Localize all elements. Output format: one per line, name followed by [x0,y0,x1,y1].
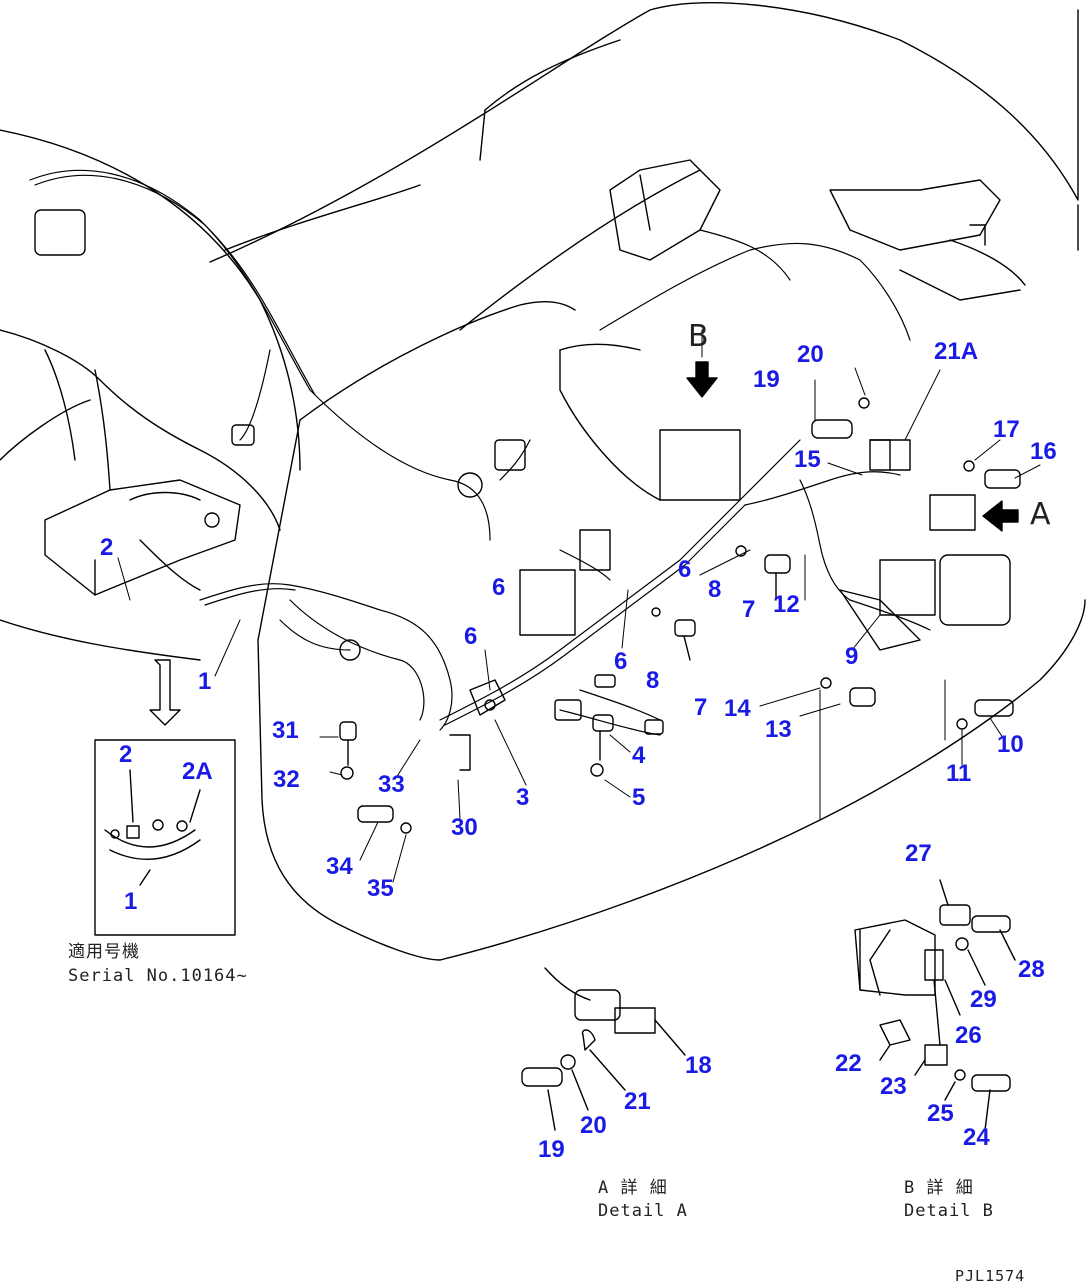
callout-30: 30 [451,814,478,841]
callout-12: 12 [773,591,800,618]
callout-10: 10 [997,731,1024,758]
wiring-harness [29,169,931,736]
washers [340,397,975,834]
callout-35: 35 [367,875,394,902]
callout-7: 7 [694,694,708,721]
detail-a-title-jp: A 詳 細 [598,1178,668,1198]
serial-inset [94,739,236,936]
callout-17: 17 [993,416,1020,443]
callout-28: 28 [1018,956,1045,983]
detail-a-title-en: Detail A [598,1201,688,1221]
callout-19: 19 [753,366,780,393]
callout-34: 34 [326,853,353,880]
callout-33: 33 [378,771,405,798]
callout-8: 8 [708,576,722,603]
callout-5: 5 [632,784,646,811]
callout-1: 1 [124,888,138,915]
leader-lines [117,329,1041,883]
callout-25: 25 [927,1100,954,1127]
deck-plate [257,301,1086,961]
callout-26: 26 [955,1022,982,1049]
drawing-code: PJL1574 [955,1267,1026,1285]
callout-29: 29 [970,986,997,1013]
callout-2: 2 [119,741,133,768]
callout-27: 27 [905,840,932,867]
callout-2A: 2A [182,758,213,785]
callout-19: 19 [538,1136,565,1163]
callout-11: 11 [946,760,972,787]
callout-32: 32 [273,766,300,793]
callout-6: 6 [678,556,692,583]
bolts [149,419,1021,823]
callout-20: 20 [797,341,824,368]
detail-b [854,879,1016,1131]
serial-note-en: Serial No.10164~ [68,966,248,986]
callout-7: 7 [742,596,756,623]
callout-1: 1 [198,668,212,695]
callout-14: 14 [724,695,751,722]
view-label-b: B [688,319,709,354]
callout-6: 6 [614,648,628,675]
callout-18: 18 [685,1052,712,1079]
detail-a [521,967,686,1131]
callout-3: 3 [516,784,530,811]
view-arrows [686,361,1019,532]
callout-23: 23 [880,1073,907,1100]
serial-note-jp: 適用号機 [68,942,140,962]
engine-block [559,159,1026,501]
callout-22: 22 [835,1050,862,1077]
battery-box [44,479,241,596]
callout-2: 2 [100,534,114,561]
detail-b-title-jp: B 詳 細 [904,1178,974,1198]
callout-21A: 21A [934,338,979,365]
callout-21: 21 [624,1088,651,1115]
callout-16: 16 [1030,438,1057,465]
callout-8: 8 [646,667,660,694]
callout-4: 4 [632,742,646,769]
callout-13: 13 [765,716,792,743]
rear-fender [0,129,301,661]
brackets [449,439,921,771]
callout-6: 6 [492,574,506,601]
callout-6: 6 [464,623,478,650]
callout-31: 31 [272,717,299,744]
detail-b-title-en: Detail B [904,1201,994,1221]
cab-roof [209,2,1079,331]
view-label-a: A [1030,497,1051,532]
callout-15: 15 [794,446,821,473]
callout-24: 24 [963,1124,990,1151]
callout-20: 20 [580,1112,607,1139]
callout-9: 9 [845,643,859,670]
